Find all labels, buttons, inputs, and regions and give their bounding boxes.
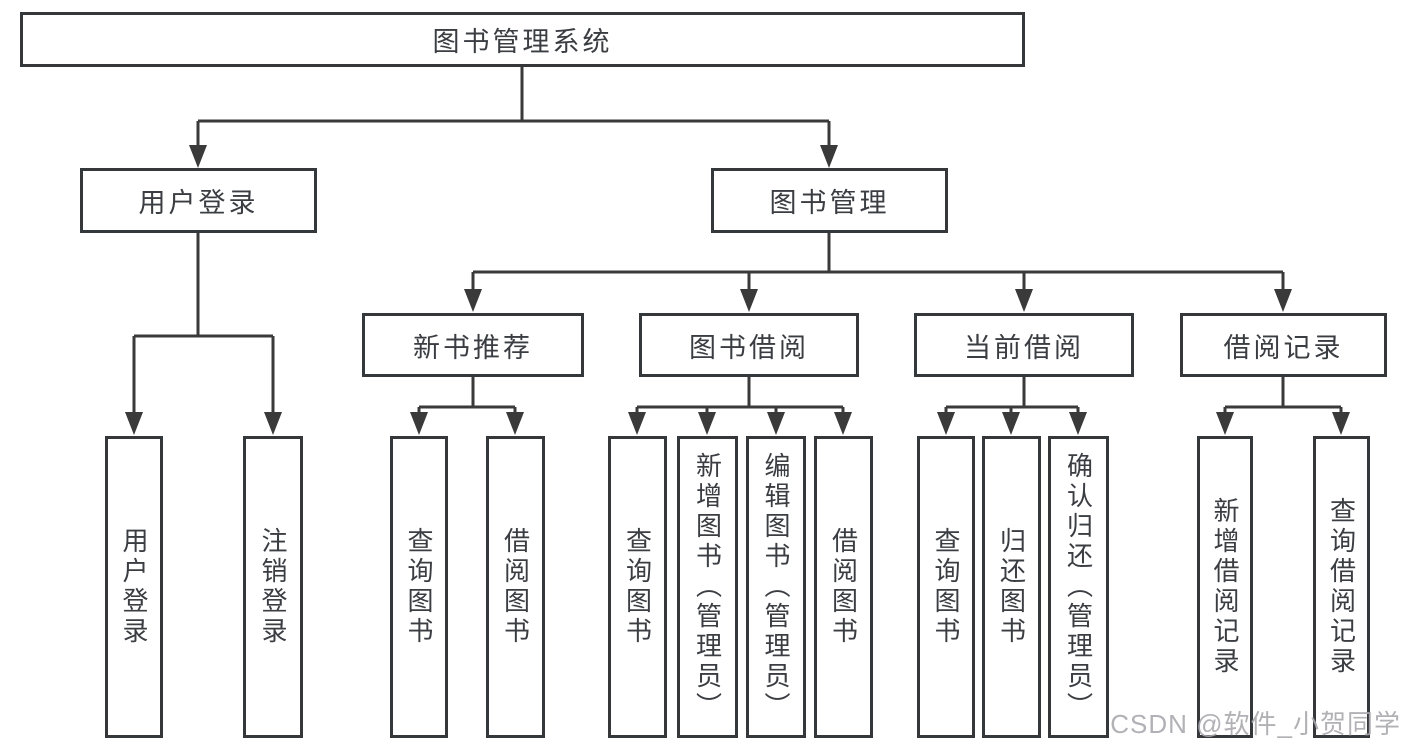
- leaf-add-borrow-record: 新增借阅记录: [1197, 436, 1253, 738]
- leaf-logout-login: 注销登录: [243, 436, 303, 738]
- wire-current-borrow: [944, 377, 1080, 413]
- leaf-query-borrow-record: 查询借阅记录: [1313, 436, 1370, 738]
- leaf-add-books-admin: 新增图书（管理员）: [677, 436, 738, 738]
- leaf-query-books-current: 查询图书: [917, 436, 975, 738]
- leaf-edit-books-admin: 编辑图书（管理员）: [746, 436, 806, 738]
- leaf-query-books-borrow: 查询图书: [608, 436, 667, 738]
- node-book-borrow: 图书借阅: [639, 313, 859, 377]
- wire-book-management: [471, 233, 1285, 290]
- node-library-system: 图书管理系统: [20, 12, 1025, 67]
- wire-book-borrow: [635, 377, 845, 413]
- node-new-book-recommend: 新书推荐: [362, 313, 584, 377]
- wire-user-login: [132, 233, 275, 413]
- arrowheads: [125, 145, 1350, 435]
- leaf-confirm-return-admin: 确认归还（管理员）: [1048, 436, 1109, 738]
- wire-root: [196, 67, 831, 146]
- node-borrow-records: 借阅记录: [1180, 313, 1387, 377]
- leaf-borrow-books: 借阅图书: [814, 436, 873, 738]
- wire-borrow-records: [1223, 377, 1343, 413]
- leaf-user-login: 用户登录: [105, 436, 163, 738]
- leaf-borrow-books-recommend: 借阅图书: [486, 436, 545, 738]
- wire-new-book-recommend: [417, 377, 517, 413]
- node-current-borrow: 当前借阅: [914, 313, 1134, 377]
- leaf-query-books-recommend: 查询图书: [390, 436, 448, 738]
- leaf-return-books: 归还图书: [982, 436, 1041, 738]
- node-user-login: 用户登录: [80, 168, 317, 233]
- node-book-management: 图书管理: [711, 168, 948, 233]
